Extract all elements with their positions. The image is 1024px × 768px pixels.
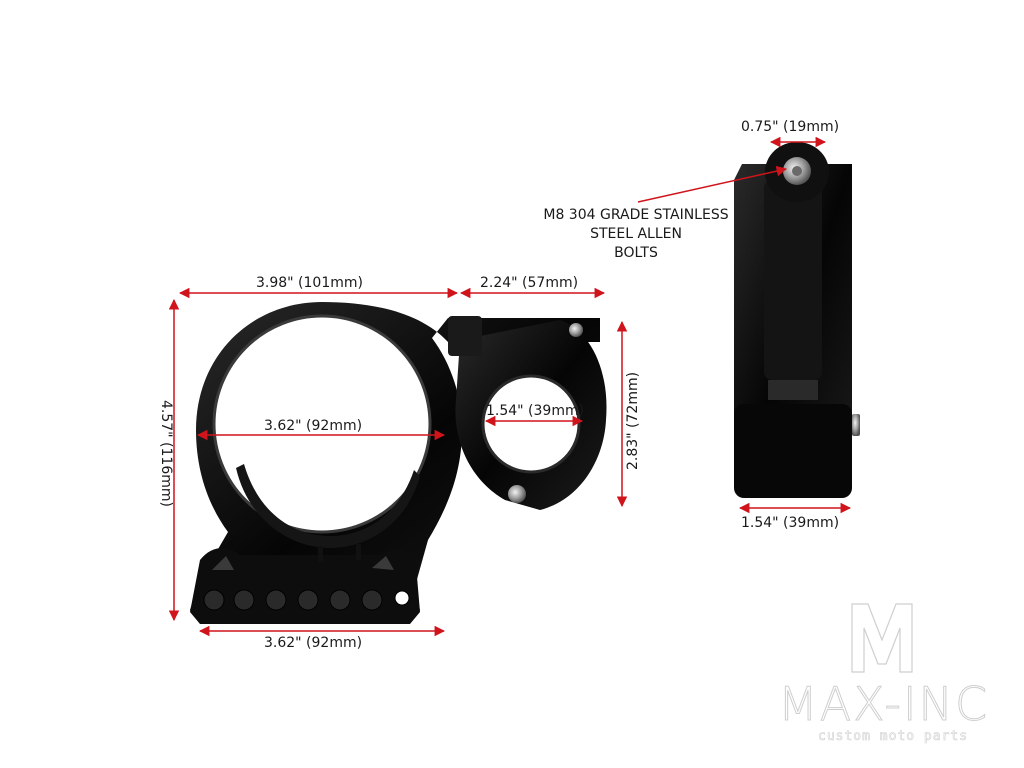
corner-notch xyxy=(372,556,394,570)
front-view-mount xyxy=(190,302,607,624)
label-inner-diameter: 3.62" (92mm) xyxy=(264,418,362,434)
callout-leader-line xyxy=(637,165,788,203)
side-view-mount xyxy=(734,142,860,498)
corner-notch xyxy=(212,556,234,570)
clamp-bolt-bottom xyxy=(508,485,526,503)
side-lower-block xyxy=(734,404,852,498)
label-side-bottom-width: 1.54" (39mm) xyxy=(741,515,839,531)
gauge-bore xyxy=(214,316,430,532)
label-top-offset: 2.24" (57mm) xyxy=(480,275,578,291)
label-clamp-bore: 1.54" (39mm) xyxy=(486,403,584,419)
gauge-inner-lip xyxy=(212,314,432,534)
alignment-tab xyxy=(318,546,323,562)
base-holes xyxy=(203,589,410,611)
clamp-hinge xyxy=(448,316,482,356)
side-bolt-stub xyxy=(852,414,860,436)
alignment-tab xyxy=(356,544,361,560)
callout-line-1: M8 304 GRADE STAINLESS xyxy=(543,207,728,223)
dimension-arrows xyxy=(168,136,852,637)
side-slot xyxy=(768,380,818,400)
label-height: 4.57" (116mm) xyxy=(158,400,174,507)
logo-tagline: custom moto parts xyxy=(818,729,968,744)
logo-m-mark xyxy=(851,603,913,673)
label-top-width: 3.98" (101mm) xyxy=(256,275,363,291)
gauge-inner-wall xyxy=(236,464,420,548)
callout-line-2: STEEL ALLEN xyxy=(590,226,682,242)
label-base-width: 3.62" (92mm) xyxy=(264,635,362,651)
bolt-callout: M8 304 GRADE STAINLESS STEEL ALLEN BOLTS xyxy=(543,207,728,261)
label-side-top-width: 0.75" (19mm) xyxy=(741,119,839,135)
callout-line-3: BOLTS xyxy=(614,245,658,261)
label-clamp-height: 2.83" (72mm) xyxy=(625,372,641,470)
max-inc-logo: MAX-INC custom moto parts xyxy=(778,603,989,744)
bar-clamp-bore xyxy=(481,374,581,474)
clamp-bolt-top xyxy=(569,323,583,337)
side-highlight xyxy=(764,180,822,380)
side-bolt-socket xyxy=(792,166,802,176)
logo-wordmark: MAX-INC xyxy=(778,677,989,731)
